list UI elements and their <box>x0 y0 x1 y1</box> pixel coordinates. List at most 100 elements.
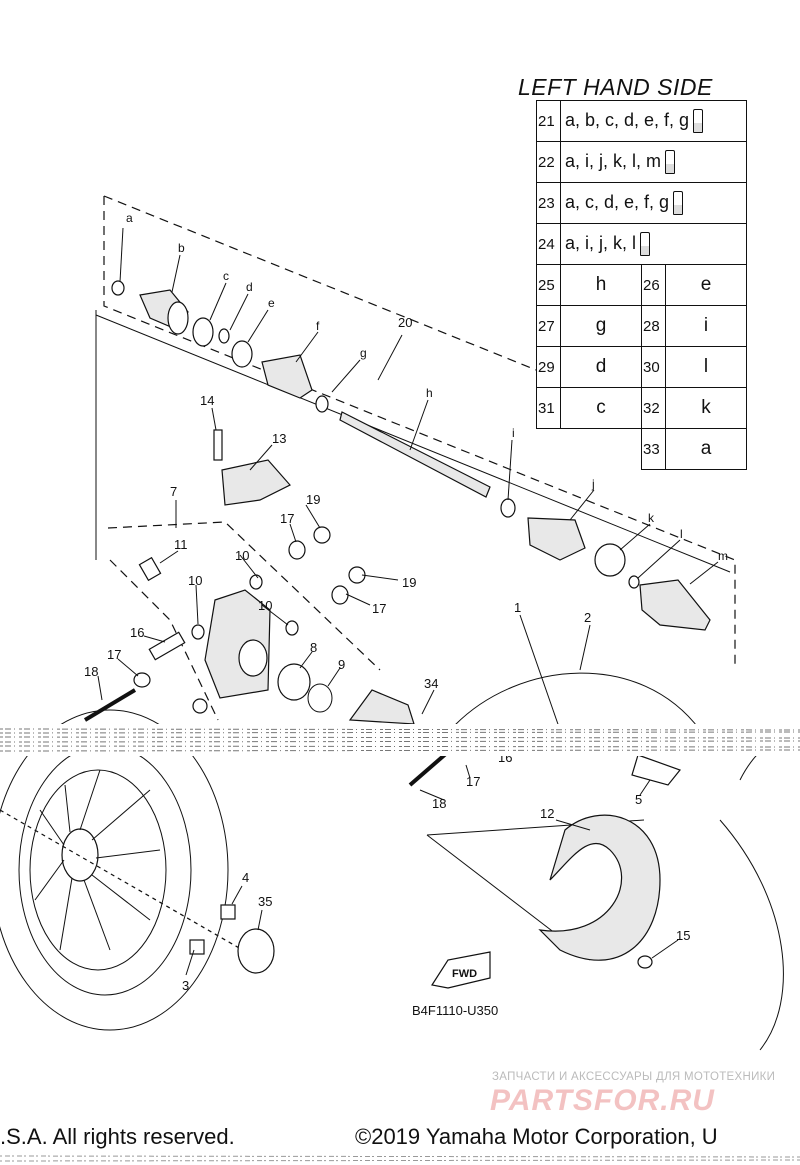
table-row: 31 c 32 k <box>536 387 747 429</box>
callout-34: 34 <box>424 676 438 691</box>
table-row: 21 a, b, c, d, e, f, g <box>536 100 747 142</box>
letter-d: d <box>246 280 253 294</box>
table-row: 27 g 28 i <box>536 305 747 347</box>
item-code: e <box>665 264 747 306</box>
callout-4: 4 <box>242 870 249 885</box>
callout-35: 35 <box>258 894 272 909</box>
letter-callouts: a b c d e f g h i j k l m <box>126 211 728 563</box>
copyright-right: ©2019 Yamaha Motor Corporation, U <box>355 1124 718 1149</box>
item-code: l <box>665 346 747 388</box>
letter-f: f <box>316 319 320 333</box>
letter-m: m <box>718 549 728 563</box>
item-code: i <box>665 305 747 347</box>
letter-e: e <box>268 296 275 310</box>
item-code: k <box>665 387 747 429</box>
item-number: 28 <box>641 305 666 347</box>
callout-10b: 10 <box>188 573 202 588</box>
kit-number: 22 <box>536 141 561 183</box>
callout-14: 14 <box>200 393 214 408</box>
callout-12: 12 <box>540 806 554 821</box>
item-number: 29 <box>536 346 561 388</box>
watermark-logo: PARTSFOR.RU <box>490 1084 715 1117</box>
item-code: d <box>560 346 642 388</box>
callout-10a: 10 <box>235 548 249 563</box>
callout-17a: 17 <box>107 647 121 662</box>
letter-b: b <box>178 241 185 255</box>
kit-parts: a, i, j, k, l <box>560 223 747 265</box>
copyright-left: .S.A. All rights reserved. <box>0 1124 235 1149</box>
item-code: a <box>665 428 747 470</box>
item-number: 27 <box>536 305 561 347</box>
number-callouts: 1 2 3 4 5 7 8 9 10 10 10 11 12 13 14 15 … <box>84 315 690 993</box>
table-row: 25 h 26 e <box>536 264 747 306</box>
callout-9: 9 <box>338 657 345 672</box>
callout-18a: 18 <box>84 664 98 679</box>
callout-18b: 18 <box>432 796 446 811</box>
callout-3: 3 <box>182 978 189 993</box>
kit-parts: a, b, c, d, e, f, g <box>560 100 747 142</box>
letter-c: c <box>223 269 229 283</box>
kit-number: 24 <box>536 223 561 265</box>
knuckle-parts <box>83 429 415 725</box>
item-number: 25 <box>536 264 561 306</box>
callout-17c: 17 <box>372 601 386 616</box>
table-row: 24 a, i, j, k, l <box>536 223 747 265</box>
letter-a: a <box>126 211 133 225</box>
letter-h: h <box>426 386 433 400</box>
callout-10c: 10 <box>258 598 272 613</box>
item-number: 26 <box>641 264 666 306</box>
callout-17b: 17 <box>280 511 294 526</box>
callout-19a: 19 <box>306 492 320 507</box>
table-row: 23 a, c, d, e, f, g <box>536 182 747 224</box>
grease-tube-icon <box>665 150 676 174</box>
grease-tube-icon <box>693 109 704 133</box>
letter-l: l <box>680 527 683 541</box>
item-number: 31 <box>536 387 561 429</box>
leader-lines <box>97 227 719 976</box>
diagram-code: B4F1110-U350 <box>412 1003 499 1018</box>
kit-parts: a, i, j, k, l, m <box>560 141 747 183</box>
table-title: LEFT HAND SIDE <box>518 74 713 100</box>
scan-noise-bottom <box>0 1155 800 1162</box>
driveshaft-dashed-frame <box>95 195 736 668</box>
table-row: 33 a <box>537 428 747 470</box>
left-hand-side-table: 21 a, b, c, d, e, f, g 22 a, i, j, k, l,… <box>536 100 747 470</box>
driveshaft-parts <box>111 280 711 631</box>
kit-parts: a, c, d, e, f, g <box>560 182 747 224</box>
grease-tube-icon <box>673 191 684 215</box>
scan-noise-band <box>0 724 800 756</box>
callout-20: 20 <box>398 315 412 330</box>
table-row: 29 d 30 l <box>536 346 747 388</box>
item-code: c <box>560 387 642 429</box>
wheel <box>0 709 261 1031</box>
kit-number: 21 <box>536 100 561 142</box>
item-number: 30 <box>641 346 666 388</box>
letter-j: j <box>591 477 595 491</box>
grease-tube-icon <box>640 232 651 256</box>
callout-17d: 17 <box>466 774 480 789</box>
knuckle-dashed-frame <box>107 521 381 721</box>
callout-19b: 19 <box>402 575 416 590</box>
callout-7: 7 <box>170 484 177 499</box>
callout-8: 8 <box>310 640 317 655</box>
fwd-arrow-icon: FWD <box>431 951 491 989</box>
callout-13: 13 <box>272 431 286 446</box>
callout-5: 5 <box>635 792 642 807</box>
letter-g: g <box>360 346 367 360</box>
lower-parts: FWD <box>189 750 681 989</box>
item-number: 33 <box>641 428 666 470</box>
table-row: 22 a, i, j, k, l, m <box>536 141 747 183</box>
callout-2: 2 <box>584 610 591 625</box>
letter-k: k <box>648 511 655 525</box>
callout-15: 15 <box>676 928 690 943</box>
kit-number: 23 <box>536 182 561 224</box>
callout-1: 1 <box>514 600 521 615</box>
item-code: h <box>560 264 642 306</box>
item-code: g <box>560 305 642 347</box>
watermark-caption: ЗАПЧАСТИ И АКСЕССУАРЫ ДЛЯ МОТОТЕХНИКИ <box>492 1071 776 1083</box>
callout-11: 11 <box>174 537 188 552</box>
callout-16a: 16 <box>130 625 144 640</box>
letter-i: i <box>512 426 515 440</box>
fwd-label: FWD <box>452 968 477 980</box>
item-number: 32 <box>641 387 666 429</box>
